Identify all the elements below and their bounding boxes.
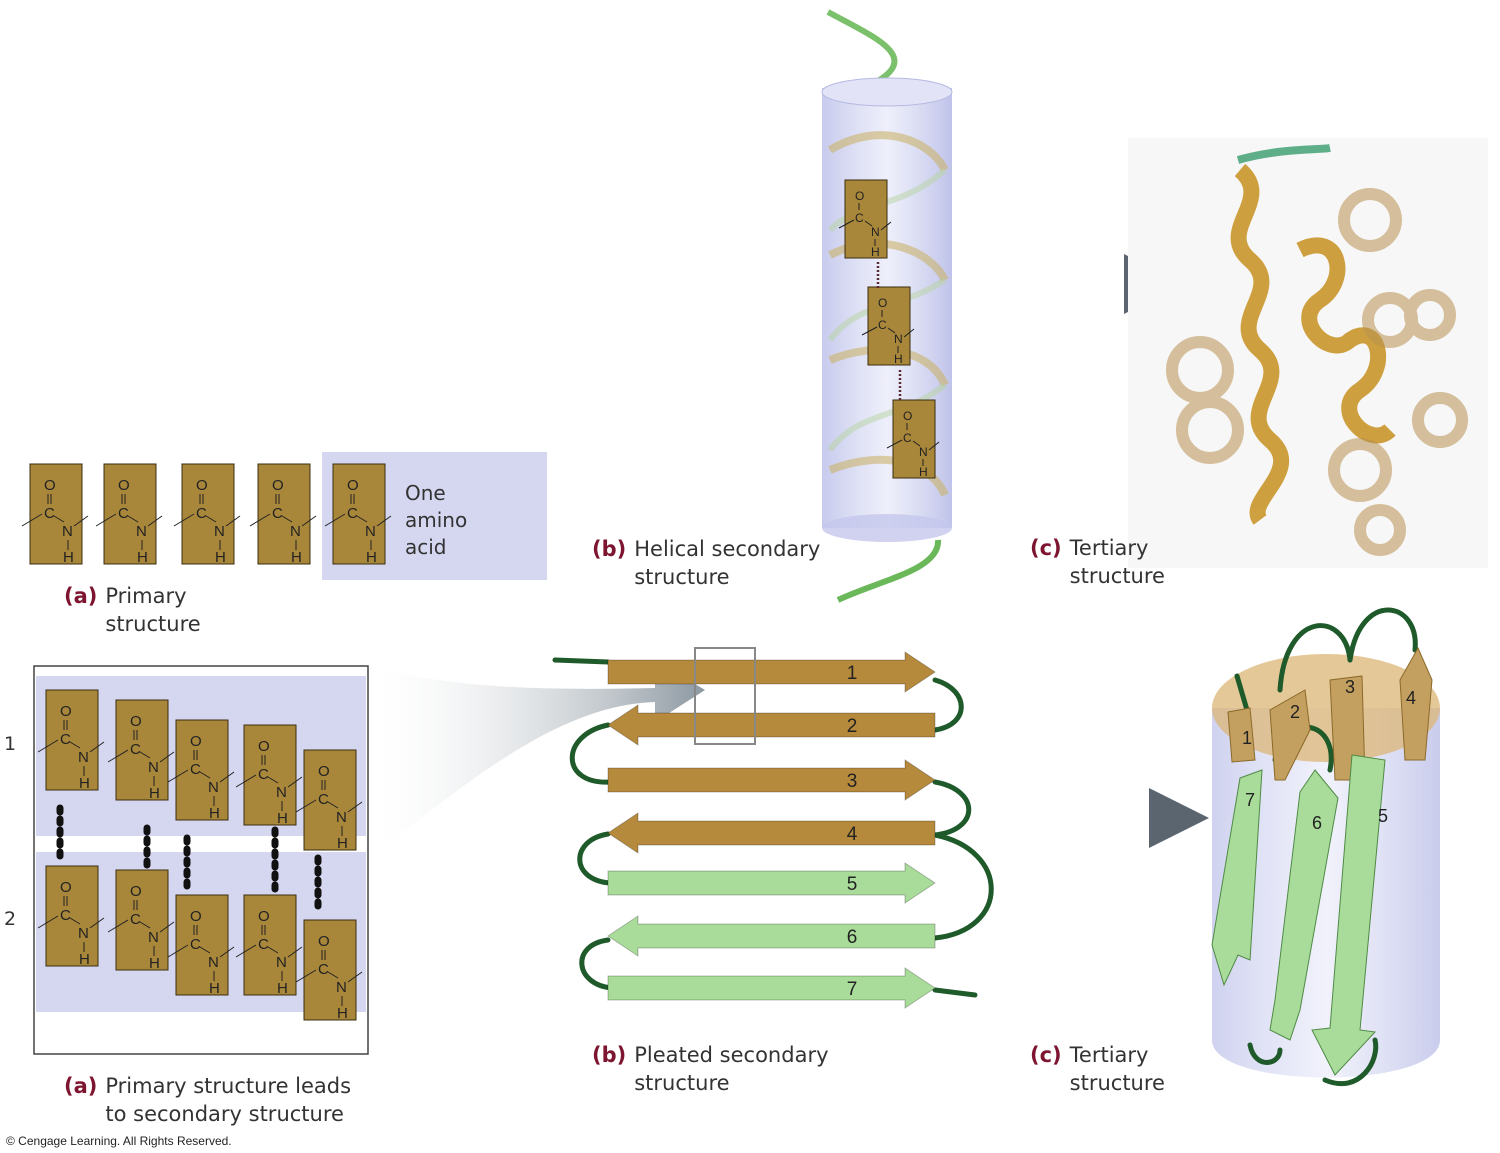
one-amino-acid-callout: One amino acid <box>405 480 467 561</box>
caption-line: Primary structure leads <box>105 1074 352 1098</box>
caption-line: structure <box>1069 564 1165 588</box>
detail-residue <box>295 749 363 853</box>
beta-barrel: 1 2 3 4 5 6 7 <box>1211 607 1440 1087</box>
residue <box>324 463 392 567</box>
helix-caption: (b) Helical secondary structure <box>592 535 820 591</box>
caption-tag: (b) <box>592 1043 627 1067</box>
helix-residue <box>838 179 892 260</box>
barrel-strand-label: 1 <box>1242 728 1252 748</box>
copyright-notice: © Cengage Learning. All Rights Reserved. <box>6 1134 232 1148</box>
detail-residue <box>107 699 175 803</box>
residue <box>249 463 317 567</box>
callout-line: acid <box>405 535 447 559</box>
sheet-strand-arrow <box>607 967 936 1009</box>
primary-caption: (a) Primary structure <box>64 582 201 638</box>
detail-residue <box>235 894 303 998</box>
sheet-strand-arrow <box>607 759 936 801</box>
detail-residue <box>295 919 363 1023</box>
caption-line: Tertiary <box>1069 1043 1149 1067</box>
primary-structure <box>21 452 547 580</box>
secondary-detail-box <box>33 665 369 1055</box>
strand-label-2: 2 <box>4 908 17 930</box>
barrel-strand-label: 7 <box>1245 790 1255 810</box>
tertiary-helix-caption: (c) Tertiary structure <box>1030 534 1165 590</box>
caption-line: structure <box>634 565 730 589</box>
caption-tag: (c) <box>1030 1043 1062 1067</box>
caption-tag: (c) <box>1030 536 1062 560</box>
residue <box>21 463 89 567</box>
residue <box>95 463 163 567</box>
sheet-strand-label: 2 <box>847 716 858 737</box>
barrel-strand-label: 4 <box>1406 688 1416 708</box>
sheet-strand-arrow <box>607 812 936 854</box>
caption-tag: (b) <box>592 537 627 561</box>
sheet-strand-label: 3 <box>847 771 858 792</box>
sheet-strand-arrow <box>607 915 936 957</box>
sheet-caption: (b) Pleated secondary structure <box>592 1041 829 1097</box>
detail-residue <box>235 724 303 828</box>
helix-diagram <box>821 9 953 603</box>
caption-tag: (a) <box>64 1074 98 1098</box>
sheet-strand-arrow <box>607 704 936 746</box>
sheet-strand-label: 1 <box>847 663 858 684</box>
caption-line: Primary <box>105 584 187 608</box>
pleated-sheet: 1 2 3 4 5 6 7 <box>552 647 994 1009</box>
caption-tag: (a) <box>64 584 98 608</box>
tertiary-helix-bundle <box>1128 138 1488 568</box>
detail-residue <box>37 865 105 969</box>
barrel-strand-label: 6 <box>1312 813 1322 833</box>
caption-line: structure <box>634 1071 730 1095</box>
barrel-strand-label: 5 <box>1378 806 1388 826</box>
sheet-strand-label: 7 <box>847 979 858 1000</box>
detail-residue <box>167 719 235 823</box>
caption-line: structure <box>1069 1071 1165 1095</box>
barrel-strand-label: 2 <box>1290 702 1300 722</box>
sheet-strand-label: 5 <box>847 874 858 895</box>
caption-line: Helical secondary <box>634 537 821 561</box>
caption-line: structure <box>105 612 201 636</box>
detail-residue <box>37 689 105 793</box>
zoom-funnel-arrow <box>380 660 705 850</box>
sheet-strand-label: 4 <box>847 824 858 845</box>
sheet-strand-arrow <box>607 651 936 693</box>
callout-line: amino <box>405 508 468 532</box>
residue <box>173 463 241 567</box>
detail-residue <box>107 869 175 973</box>
strand-label-1: 1 <box>4 733 17 755</box>
zoom-window <box>694 647 756 745</box>
barrel-caption: (c) Tertiary structure <box>1030 1041 1165 1097</box>
caption-line: Tertiary <box>1069 536 1149 560</box>
helix-residue <box>886 399 940 480</box>
callout-line: One <box>405 481 446 505</box>
detail-residue <box>167 894 235 998</box>
sheet-strand-label: 6 <box>847 927 858 948</box>
caption-line: Pleated secondary <box>634 1043 829 1067</box>
caption-line: to secondary structure <box>105 1102 344 1126</box>
sheet-strand-arrow <box>607 862 936 904</box>
barrel-strand-label: 3 <box>1345 677 1355 697</box>
helix-residue <box>861 286 915 367</box>
detail-caption: (a) Primary structure leads to secondary s… <box>64 1072 351 1128</box>
